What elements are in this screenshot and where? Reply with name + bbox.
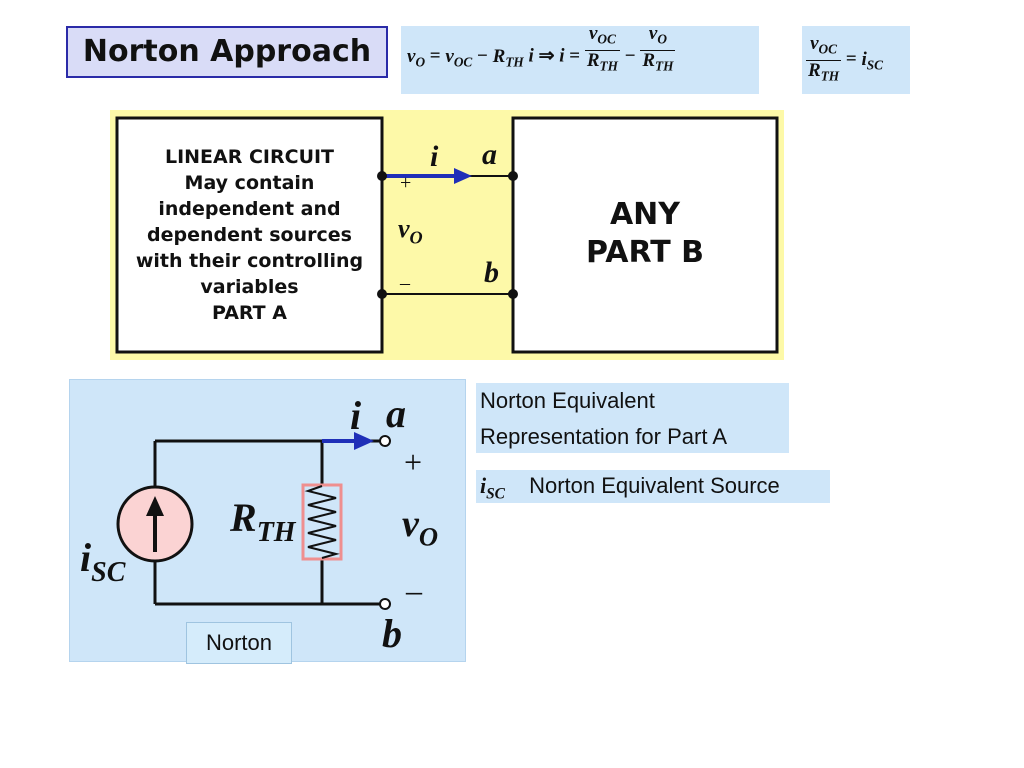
top-node-a-label: a (482, 138, 497, 171)
part-a-line: variables (200, 276, 299, 298)
norton-source-note: iSC Norton Equivalent Source (476, 470, 830, 503)
eq-isc: iSC (861, 48, 884, 73)
norton-node-b-label: b (382, 611, 402, 656)
norton-source-label: iSC (80, 535, 126, 588)
eq-frac-voc-rth: vOC RTH (584, 23, 620, 74)
part-a-line: independent and (158, 198, 341, 220)
part-b-box (511, 116, 779, 354)
note-line: Norton Equivalent (480, 388, 655, 413)
norton-terminal-b (379, 598, 391, 610)
norton-current-arrow-icon (354, 432, 374, 450)
part-a-line: with their controlling (135, 250, 364, 272)
current-source-arrow-icon (146, 496, 164, 516)
eq-vo: vO (407, 45, 426, 70)
slide-title: Norton Approach (66, 26, 388, 78)
isc-symbol: iSC (480, 473, 505, 503)
terminal-dot-right-bottom (508, 289, 518, 299)
norton-node-a-label: a (386, 391, 406, 436)
part-a-line: PART A (212, 302, 287, 324)
resistor-highlight (301, 483, 343, 561)
top-minus-sign: – (400, 272, 410, 294)
norton-terminal-a (379, 435, 391, 447)
current-arrow-icon (454, 168, 472, 184)
norton-tag: Norton (186, 622, 292, 664)
top-plus-sign: + (400, 172, 412, 194)
equation-main: vO = vOC − RTH i ⇒ i = vOC RTH − vO RTH (401, 23, 759, 94)
eq-frac-vo-rth: vO RTH (640, 23, 676, 74)
source-note-text: Norton Equivalent Source (529, 473, 780, 498)
norton-minus-sign: – (406, 572, 422, 608)
part-a-line: dependent sources (147, 224, 352, 246)
part-b-line: PART B (586, 235, 704, 270)
resistor-icon (304, 485, 340, 559)
part-a-description: LINEAR CIRCUIT May contain independent a… (117, 144, 382, 326)
part-a-line: LINEAR CIRCUIT (164, 146, 335, 168)
eq-frac-voc-rth-right: vOC RTH (806, 33, 842, 84)
norton-equivalent-note: Norton Equivalent Representation for Par… (476, 383, 789, 453)
eq-rth: RTH (492, 45, 524, 70)
eq-i-2: i (559, 45, 565, 67)
part-b-line: ANY (609, 197, 681, 232)
note-line: Representation for Part A (480, 424, 728, 449)
norton-current-label: i (350, 393, 362, 438)
top-current-label: i (430, 140, 439, 173)
equation-isc: vOC RTH = iSC (802, 26, 910, 94)
part-a-line: May contain (184, 172, 315, 194)
terminal-dot-left-top (377, 171, 387, 181)
eq-i: i (528, 45, 534, 67)
norton-plus-sign: + (404, 444, 423, 480)
norton-voltage-label: vO (402, 503, 439, 552)
norton-resistor-label: RTH (230, 495, 296, 548)
part-b-description: ANY PART B (513, 196, 777, 272)
terminal-dot-left-bottom (377, 289, 387, 299)
top-node-b-label: b (484, 256, 499, 289)
part-a-box (115, 116, 384, 354)
eq-voc: vOC (445, 45, 473, 70)
terminal-dot-right-top (508, 171, 518, 181)
top-voltage-label: vO (398, 214, 423, 248)
